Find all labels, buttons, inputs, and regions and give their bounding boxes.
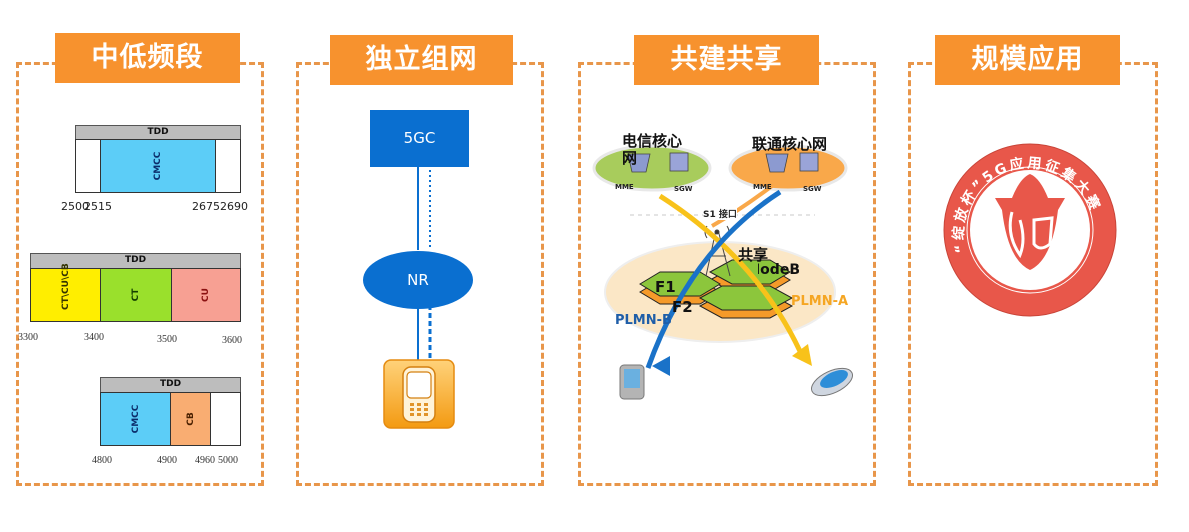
band-segment-cmcc: CMCC (100, 139, 216, 193)
segment-label: CMCC (130, 404, 141, 434)
tick-label: 3600 (222, 335, 242, 346)
band-header: TDD (100, 377, 241, 393)
phone-keypad-icon (410, 403, 428, 416)
segment-label: CMCC (153, 151, 163, 181)
tick-label: 2675 (192, 200, 220, 213)
band-segment-ct-cu-cb: CT\CU\CB (30, 263, 101, 322)
plmn-b-label: PLMN-B (615, 313, 672, 328)
tick-label: 2500 (61, 200, 89, 213)
telecom-core-label: 电信核心网 (622, 132, 683, 167)
blue-path (645, 189, 782, 369)
yellow-arrow-head (792, 344, 812, 366)
ran-sharing-diagram (592, 144, 853, 400)
tick-label: 3500 (157, 334, 177, 345)
sgw-label-unicom: SGW (803, 185, 822, 193)
core-5gc-node: 5GC (370, 110, 469, 167)
flower-logo-icon (995, 174, 1065, 270)
tick-label: 4800 (92, 455, 112, 466)
panel-title-standalone: 独立组网 (330, 35, 513, 85)
segment-label: CU (201, 288, 211, 302)
f2-label: F2 (672, 298, 693, 316)
tick-label: 2690 (220, 200, 248, 213)
orange-s1-link (711, 184, 774, 228)
tick-label: 3400 (84, 332, 104, 343)
panel-title-mid-low-band: 中低频段 (55, 33, 240, 83)
band-segment-empty (75, 139, 101, 193)
segment-label: CT\CU\CB (60, 263, 71, 310)
sgw-label-telecom: SGW (674, 185, 693, 193)
phone-screen-icon (406, 371, 432, 399)
f1-label: F1 (655, 278, 676, 296)
blue-arrow-head (652, 356, 670, 376)
mme-label-telecom: MME (615, 183, 634, 191)
band-segment-cb: CB (170, 392, 211, 446)
sa-network-diagram (383, 165, 455, 429)
tick-label: 3300 (18, 332, 38, 343)
band-segment-cu: CU (171, 268, 241, 322)
share-label: 共享 (738, 246, 769, 264)
cell-f1-layer (639, 259, 794, 311)
tick-label: 5000 (218, 455, 238, 466)
plmn-a-label: PLMN-A (791, 294, 849, 309)
yellow-path (658, 193, 807, 362)
segment-label: CB (185, 412, 196, 426)
tick-label: 4900 (157, 455, 177, 466)
band-header: TDD (75, 125, 241, 140)
nr-node: NR (363, 251, 473, 309)
mme-label-unicom: MME (753, 183, 772, 191)
unicom-core-label: 联通核心网 (752, 135, 828, 153)
sgw-icon-telecom (669, 152, 689, 172)
sgw-icon-unicom (799, 152, 819, 172)
segment-label: CT (131, 288, 141, 302)
mme-icon-telecom (627, 153, 651, 173)
phone-b-icon (619, 364, 645, 400)
nr-label: NR (407, 271, 429, 289)
band-segment-ct: CT (100, 268, 172, 322)
bloom-cup-badge: “绽放杯”5G应用征集大赛 (943, 143, 1117, 317)
band-segment-cmcc: CMCC (100, 392, 171, 446)
mme-icon-unicom (765, 153, 789, 173)
band-segment-empty (215, 139, 241, 193)
phone-a-icon (811, 367, 853, 397)
panel-title-co-build-share: 共建共享 (634, 35, 819, 85)
enodeb-label: eNodeB (758, 262, 800, 278)
tick-label: 2515 (84, 200, 112, 213)
core-5gc-label: 5GC (403, 129, 436, 147)
panel-title-scale-application: 规模应用 (935, 35, 1120, 85)
tick-label: 4960 (195, 455, 215, 466)
s1-interface-label: S1 接口 (703, 207, 737, 220)
band-segment-empty (210, 392, 241, 446)
